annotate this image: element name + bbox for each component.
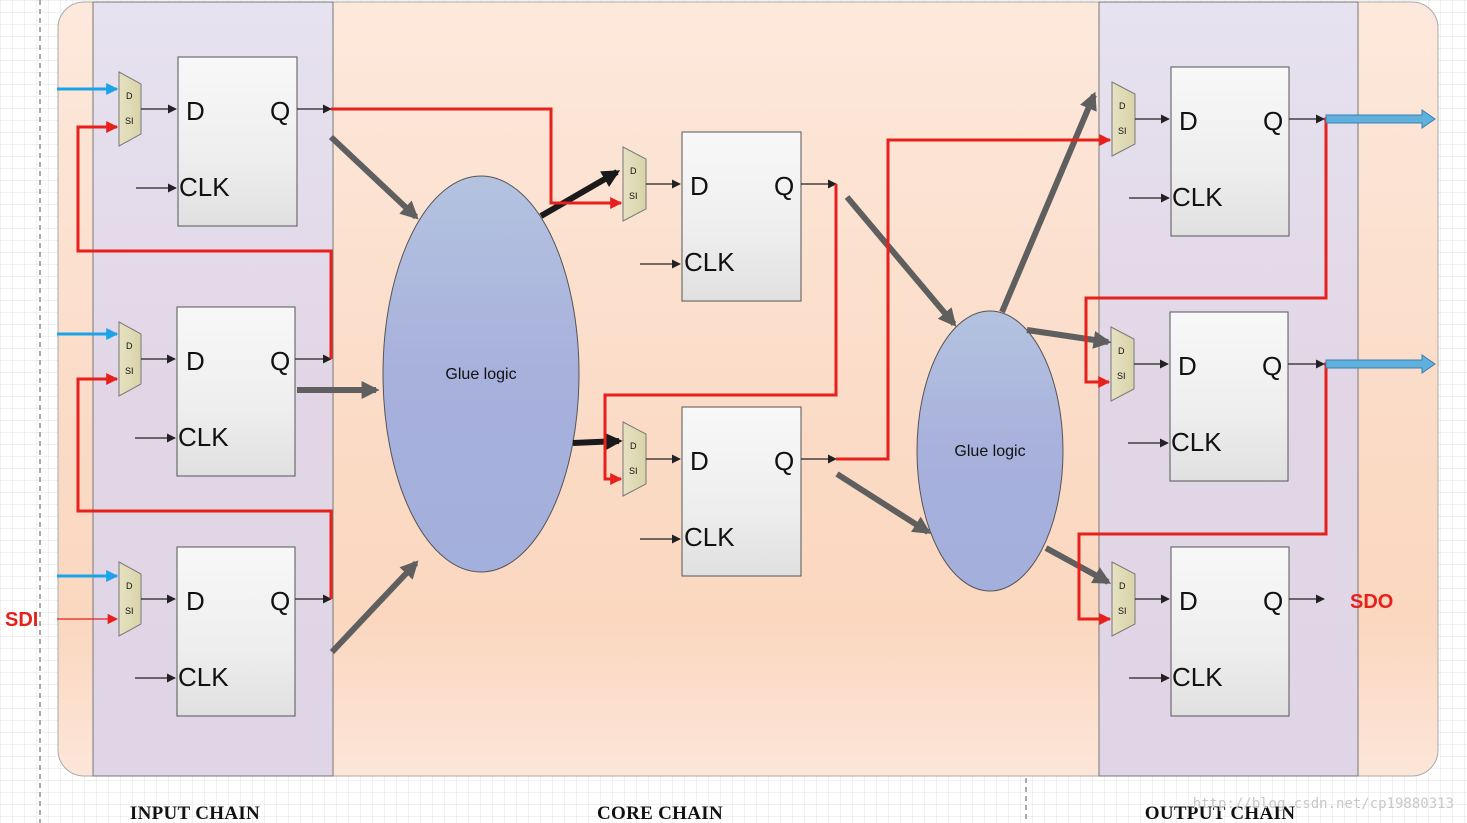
mux-si-label: SI <box>125 606 134 616</box>
watermark: http://blog.csdn.net/cp19880313 <box>1193 796 1454 812</box>
glue-logic-label: Glue logic <box>954 443 1025 460</box>
ff-d-label: D <box>1178 351 1197 381</box>
functional-path-arrows <box>297 91 1112 655</box>
mux-core-1: D SI <box>622 146 647 222</box>
mux-si-label: SI <box>1118 606 1127 616</box>
sdi-label: SDI <box>5 609 38 631</box>
ff-d-label: D <box>1179 586 1198 616</box>
mux-d-label: D <box>1119 101 1126 111</box>
mux-output-1: D SI <box>1111 81 1136 157</box>
mux-d-label: D <box>1119 581 1126 591</box>
ff-q-label: Q <box>774 446 794 476</box>
mux-d-label: D <box>126 581 133 591</box>
output-chain-label: OUTPUT CHAIN <box>1145 803 1296 823</box>
ff-d-label: D <box>186 96 205 126</box>
black-wires <box>135 104 1325 683</box>
mux-input-2: D SI <box>118 321 142 397</box>
glue-to-core-arrows <box>539 169 623 451</box>
glue-logic-core: Glue logic <box>382 175 580 573</box>
flip-flop-input-1: D Q CLK <box>177 56 298 227</box>
ff-q-label: Q <box>1263 106 1283 136</box>
glue-logic-output: Glue logic <box>916 310 1064 592</box>
mux-d-label: D <box>630 166 637 176</box>
flip-flop-output-2: D Q CLK <box>1169 311 1289 482</box>
mux-si-label: SI <box>1118 126 1127 136</box>
ff-q-label: Q <box>1263 586 1283 616</box>
mux-si-label: SI <box>629 191 638 201</box>
ff-d-label: D <box>186 586 205 616</box>
input-chain-label: INPUT CHAIN <box>130 803 260 823</box>
flip-flop-output-1: D Q CLK <box>1170 66 1290 237</box>
mux-si-label: SI <box>629 466 638 476</box>
flip-flop-input-2: D Q CLK <box>176 306 296 477</box>
ff-clk-label: CLK <box>179 172 230 202</box>
ff-clk-label: CLK <box>1172 182 1223 212</box>
ff-q-label: Q <box>270 96 290 126</box>
ff-q-label: Q <box>1262 351 1282 381</box>
flip-flop-input-3: D Q CLK <box>176 546 296 717</box>
mux-output-2: D SI <box>1110 326 1135 402</box>
ff-d-label: D <box>690 446 709 476</box>
flip-flop-core-2: D Q CLK <box>681 406 802 577</box>
flip-flop-output-3: D Q CLK <box>1170 546 1290 717</box>
ff-d-label: D <box>1179 106 1198 136</box>
mux-d-label: D <box>126 91 133 101</box>
glue-logic-label: Glue logic <box>445 366 516 383</box>
mux-si-label: SI <box>1117 371 1126 381</box>
primary-input-arrows <box>57 83 119 582</box>
mux-core-2: D SI <box>622 421 647 497</box>
mux-input-1: D SI <box>118 71 142 147</box>
mux-si-label: SI <box>125 366 134 376</box>
ff-q-label: Q <box>270 346 290 376</box>
ff-d-label: D <box>690 171 709 201</box>
ff-clk-label: CLK <box>1172 662 1223 692</box>
ff-clk-label: CLK <box>178 422 229 452</box>
ff-clk-label: CLK <box>684 522 735 552</box>
ff-clk-label: CLK <box>684 247 735 277</box>
mux-d-label: D <box>126 341 133 351</box>
primary-output-arrows <box>1325 109 1436 374</box>
flip-flop-core-1: D Q CLK <box>681 131 802 302</box>
mux-d-label: D <box>1118 346 1125 356</box>
mux-output-3: D SI <box>1111 561 1136 637</box>
scan-chain-path <box>76 107 1328 625</box>
sdo-label: SDO <box>1350 591 1393 613</box>
ff-q-label: Q <box>774 171 794 201</box>
mux-input-3: D SI <box>118 561 142 637</box>
mux-si-label: SI <box>125 116 134 126</box>
ff-d-label: D <box>186 346 205 376</box>
core-chain-label: CORE CHAIN <box>597 803 723 823</box>
ff-clk-label: CLK <box>178 662 229 692</box>
ff-clk-label: CLK <box>1171 427 1222 457</box>
ff-q-label: Q <box>270 586 290 616</box>
mux-d-label: D <box>630 441 637 451</box>
